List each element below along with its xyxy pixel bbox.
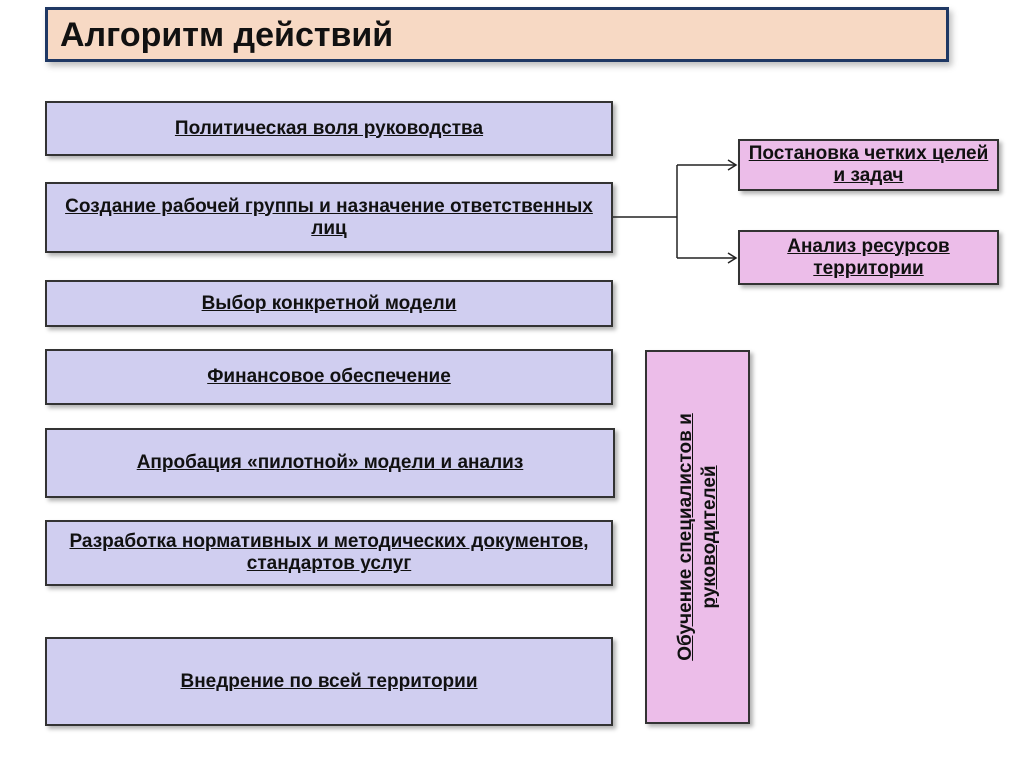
arrow-head-icon: [727, 252, 738, 264]
step-label: Внедрение по всей территории: [180, 670, 478, 692]
branch-label: Постановка четких целей и задач: [748, 143, 989, 186]
branch-label: Анализ ресурсов территории: [787, 235, 950, 279]
training-box: Обучение специалистов и руководителей: [645, 350, 750, 724]
step-label: Выбор конкретной модели: [201, 292, 457, 314]
step-label: Создание рабочей группы и назначение отв…: [65, 195, 593, 239]
step-political-will: Политическая воля руководства: [45, 101, 613, 156]
step-label: Политическая воля руководства: [174, 117, 484, 139]
step-label: Финансовое обеспечение: [207, 366, 451, 387]
arrow-head-icon: [727, 159, 738, 171]
branch-goals: Постановка четких целей и задач: [738, 139, 999, 191]
step-label: Апробация «пилотной» модели и анализ: [136, 452, 524, 473]
step-model-choice: Выбор конкретной модели: [45, 280, 613, 327]
step-normative-docs: Разработка нормативных и методических до…: [45, 520, 613, 586]
title-bar: Алгоритм действий: [45, 7, 949, 62]
page-title: Алгоритм действий: [60, 16, 394, 54]
step-working-group: Создание рабочей группы и назначение отв…: [45, 182, 613, 253]
step-rollout: Внедрение по всей территории: [45, 637, 613, 726]
step-financing: Финансовое обеспечение: [45, 349, 613, 405]
step-pilot-testing: Апробация «пилотной» модели и анализ: [45, 428, 615, 498]
branch-resources: Анализ ресурсов территории: [738, 230, 999, 285]
step-label: Разработка нормативных и методических до…: [69, 531, 589, 574]
